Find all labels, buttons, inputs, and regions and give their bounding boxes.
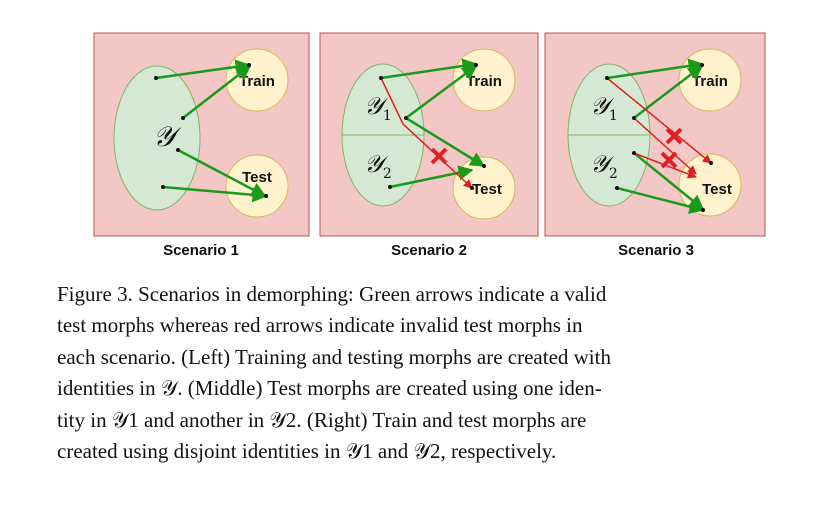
caption-line: Figure 3. Scenarios in demorphing: Green… xyxy=(57,282,607,306)
scenario-2-label: Scenario 2 xyxy=(391,242,467,259)
scenario-1-label: Scenario 1 xyxy=(163,242,239,259)
valid-arrows xyxy=(380,58,486,189)
scenario-3-label: Scenario 3 xyxy=(618,242,694,259)
test-node xyxy=(225,154,289,218)
caption-line: tity in 𝒴1 and another in 𝒴2. (Right) Tr… xyxy=(57,407,587,432)
train-label: Train xyxy=(239,73,275,90)
panel-scenario-2: 𝒴1 𝒴2 Train Test xyxy=(319,32,539,237)
caption-line: test morphs whereas red arrows indicate … xyxy=(57,313,583,338)
panel-scenario-1: 𝒴 Train Test xyxy=(93,32,310,237)
invalid-x-mark xyxy=(660,151,678,169)
invalid-arrows xyxy=(380,77,473,189)
caption-line: each scenario. (Left) Training and testi… xyxy=(57,344,611,369)
caption-line: created using disjoint identities in 𝒴1 … xyxy=(57,439,557,464)
set-y1-label: 𝒴1 xyxy=(364,92,392,124)
valid-arrows xyxy=(606,58,705,214)
test-label: Test xyxy=(702,181,732,198)
train-label: Train xyxy=(692,73,728,90)
invalid-x-mark xyxy=(430,147,448,165)
test-label: Test xyxy=(472,181,502,198)
set-y xyxy=(113,65,201,211)
test-label: Test xyxy=(242,169,272,186)
invalid-x-mark xyxy=(665,127,683,145)
caption-line: identities in 𝒴. (Middle) Test morphs ar… xyxy=(57,376,602,401)
valid-arrows xyxy=(155,59,268,203)
train-label: Train xyxy=(466,73,502,90)
panel-scenario-3: 𝒴1 𝒴2 Train Test xyxy=(544,32,766,237)
figure-caption: Figure 3. Scenarios in demorphing: Green… xyxy=(57,279,765,467)
figure-diagram: 𝒴 Train Test 𝒴1 𝒴2 Train Test xyxy=(93,32,766,237)
